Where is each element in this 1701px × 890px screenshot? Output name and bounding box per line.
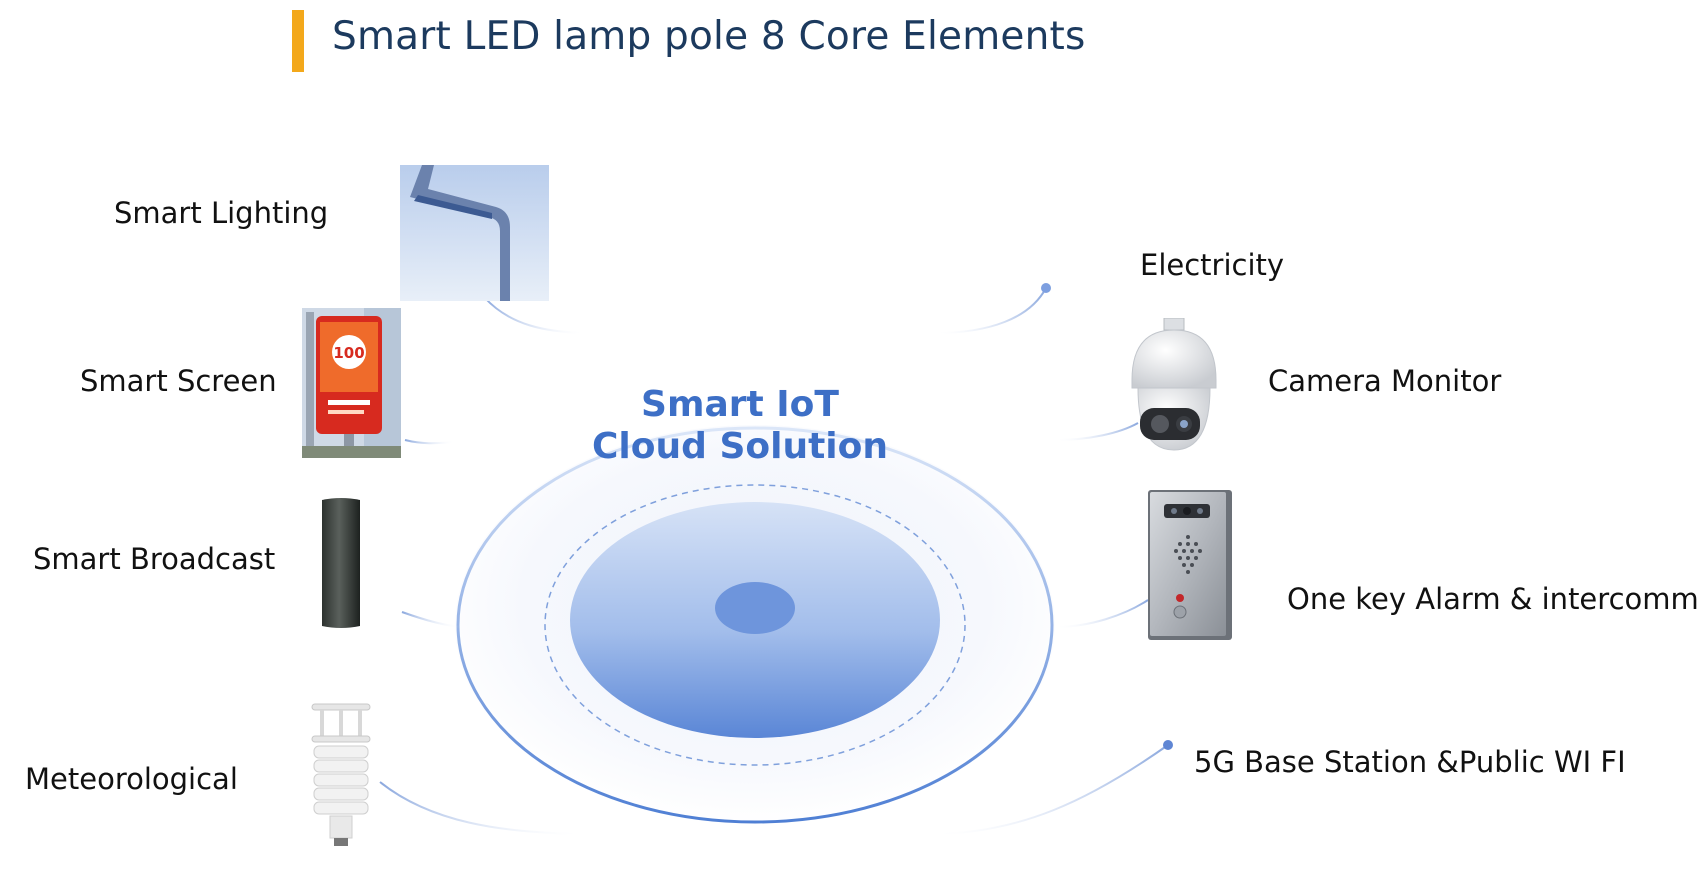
label-electricity: Electricity	[1140, 248, 1284, 282]
label-5g-wifi: 5G Base Station &Public WI FI	[1194, 745, 1626, 779]
electricity-node-dot-icon	[1041, 283, 1051, 293]
label-smart-broadcast: Smart Broadcast	[33, 542, 275, 576]
label-smart-lighting: Smart Lighting	[114, 196, 328, 230]
label-smart-screen: Smart Screen	[80, 364, 277, 398]
intercom-panel-icon	[1146, 488, 1234, 643]
5g-node-dot-icon	[1163, 740, 1173, 750]
column-speaker-icon	[318, 496, 364, 630]
dome-camera-icon	[1126, 318, 1222, 458]
svg-text:100: 100	[333, 344, 364, 362]
label-camera-monitor: Camera Monitor	[1268, 364, 1501, 398]
center-title-line1: Smart IoT	[560, 384, 920, 426]
center-title: Smart IoT Cloud Solution	[560, 384, 920, 468]
street-lamp-icon	[400, 165, 549, 301]
label-alarm-intercomm: One key Alarm & intercomm	[1287, 582, 1699, 616]
weather-station-icon	[300, 698, 382, 848]
label-meteorological: Meteorological	[25, 762, 238, 796]
center-title-line2: Cloud Solution	[560, 426, 920, 468]
billboard-screen-icon: 100	[302, 308, 401, 458]
